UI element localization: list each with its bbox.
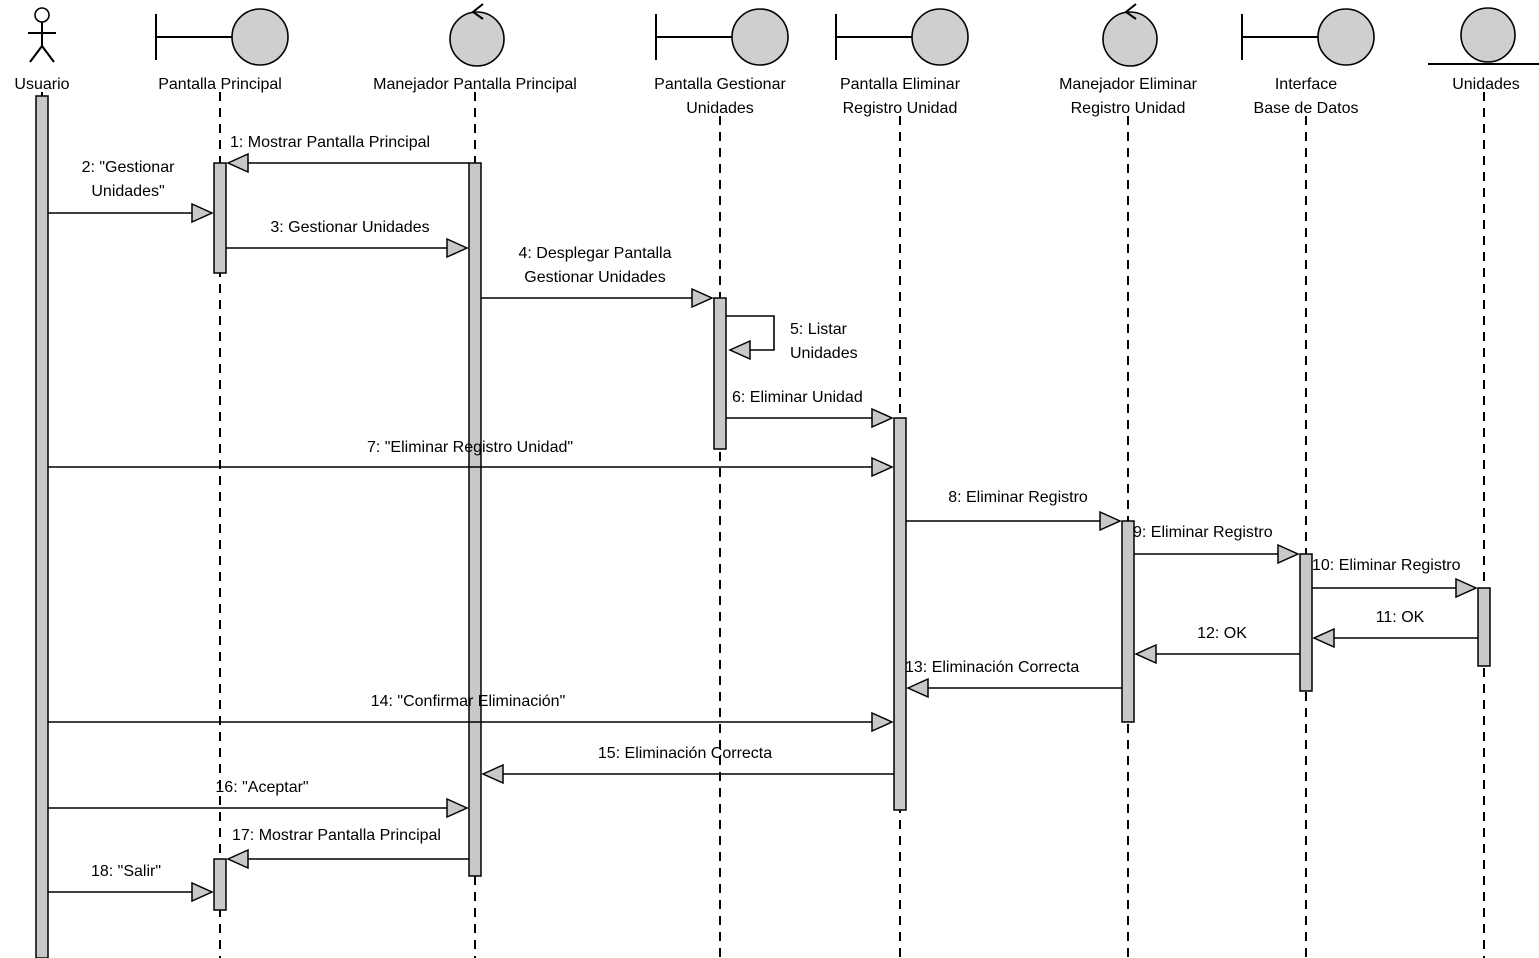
activation-bar-pantalla_principal xyxy=(213,162,227,274)
message-label: Gestionar Unidades xyxy=(524,269,665,286)
participant-label: Registro Unidad xyxy=(1071,100,1186,117)
arrowhead xyxy=(871,407,894,429)
arrowhead xyxy=(906,677,929,699)
participant-label: Interface xyxy=(1275,76,1337,93)
activation-bar-pantalla_principal xyxy=(213,858,227,911)
boundary-icon xyxy=(1241,8,1375,66)
activation-bar-usuario xyxy=(35,95,49,958)
arrowhead xyxy=(226,152,249,174)
message-11: 11: OK xyxy=(1312,609,1478,649)
actor-icon xyxy=(28,7,56,63)
arrowhead xyxy=(1099,510,1122,532)
message-13: 13: Eliminación Correcta xyxy=(905,659,1122,699)
message-label: 5: Listar xyxy=(790,321,848,338)
arrowhead xyxy=(691,287,714,309)
participant-unidades: Unidades xyxy=(1428,7,1539,93)
participant-pantalla_principal: Pantalla Principal xyxy=(155,8,289,93)
message-7: 7: "Eliminar Registro Unidad" xyxy=(48,439,894,478)
boundary-icon xyxy=(155,8,289,66)
arrowhead xyxy=(871,711,894,733)
message-label: 10: Eliminar Registro xyxy=(1312,557,1461,574)
participant-manejador_pp: Manejador Pantalla Principal xyxy=(373,3,577,93)
arrowhead xyxy=(191,881,214,903)
arrowhead xyxy=(446,237,469,259)
arrowhead xyxy=(226,848,249,870)
message-label: 4: Desplegar Pantalla xyxy=(519,245,672,262)
message-label: 2: "Gestionar xyxy=(82,159,176,176)
message-label: 6: Eliminar Unidad xyxy=(732,389,863,406)
message-8: 8: Eliminar Registro xyxy=(906,489,1122,532)
arrowhead xyxy=(191,202,214,224)
boundary-icon xyxy=(835,8,969,66)
boundary-icon xyxy=(655,8,789,66)
activation-bar-interface_bd xyxy=(1299,553,1313,692)
participant-usuario: Usuario xyxy=(14,7,70,93)
activation-bar-unidades xyxy=(1477,587,1491,667)
participant-label: Unidades xyxy=(1452,76,1520,93)
arrowhead xyxy=(1455,577,1478,599)
participant-label: Registro Unidad xyxy=(843,100,958,117)
message-label: 18: "Salir" xyxy=(91,863,161,880)
arrowhead xyxy=(1277,543,1300,565)
activation-bar-manejador_pp xyxy=(468,162,482,877)
message-label: 8: Eliminar Registro xyxy=(948,489,1088,506)
participant-label: Pantalla Principal xyxy=(158,76,282,93)
control-icon xyxy=(1102,3,1158,67)
message-label: 15: Eliminación Correcta xyxy=(598,745,772,762)
message-15: 15: Eliminación Correcta xyxy=(481,745,894,785)
message-3: 3: Gestionar Unidades xyxy=(226,219,469,259)
entity-icon xyxy=(1428,7,1539,65)
message-label: 11: OK xyxy=(1376,609,1425,626)
message-label: 3: Gestionar Unidades xyxy=(270,219,429,236)
message-label: 1: Mostrar Pantalla Principal xyxy=(230,134,430,151)
message-label: 14: "Confirmar Eliminación" xyxy=(371,693,566,710)
arrowhead xyxy=(728,339,751,361)
message-label: 9: Eliminar Registro xyxy=(1133,524,1273,541)
control-icon xyxy=(449,3,505,67)
message-1: 1: Mostrar Pantalla Principal xyxy=(226,134,469,174)
message-6: 6: Eliminar Unidad xyxy=(726,389,894,429)
activation-bar-manejador_eliminar xyxy=(1121,520,1135,723)
message-17: 17: Mostrar Pantalla Principal xyxy=(226,827,469,870)
message-10: 10: Eliminar Registro xyxy=(1312,557,1478,599)
message-label: Unidades xyxy=(790,345,858,362)
message-12: 12: OK xyxy=(1134,625,1300,665)
message-label: 16: "Aceptar" xyxy=(215,779,308,796)
arrowhead xyxy=(446,797,469,819)
arrowhead xyxy=(481,763,504,785)
message-16: 16: "Aceptar" xyxy=(48,779,469,819)
message-label: 7: "Eliminar Registro Unidad" xyxy=(367,439,573,456)
message-9: 9: Eliminar Registro xyxy=(1133,524,1300,565)
participant-label: Manejador Pantalla Principal xyxy=(373,76,577,93)
participant-label: Base de Datos xyxy=(1254,100,1359,117)
arrowhead xyxy=(1312,627,1335,649)
activation-bar-pantalla_eliminar xyxy=(893,417,907,811)
participant-label: Manejador Eliminar xyxy=(1059,76,1198,93)
arrowhead xyxy=(1134,643,1157,665)
participant-label: Pantalla Gestionar xyxy=(654,76,786,93)
participant-label: Pantalla Eliminar xyxy=(840,76,961,93)
participant-label: Unidades xyxy=(686,100,754,117)
message-label: 17: Mostrar Pantalla Principal xyxy=(232,827,441,844)
message-18: 18: "Salir" xyxy=(48,863,214,903)
message-label: 13: Eliminación Correcta xyxy=(905,659,1079,676)
activation-bar-pantalla_gestionar xyxy=(713,297,727,450)
arrowhead xyxy=(871,456,894,478)
participant-label: Usuario xyxy=(14,76,69,93)
message-label: 12: OK xyxy=(1197,625,1247,642)
message-label: Unidades" xyxy=(91,183,164,200)
message-14: 14: "Confirmar Eliminación" xyxy=(48,693,894,733)
